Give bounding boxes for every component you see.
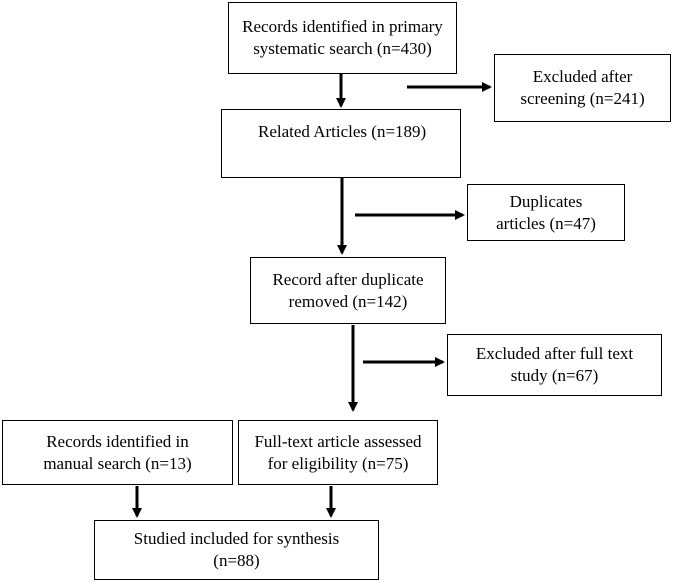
box-fulltext-assessed: Full-text article assessed for eligibili… <box>238 420 438 485</box>
box-excluded-screening: Excluded after screening (n=241) <box>494 54 671 122</box>
box-related-articles: Related Articles (n=189) <box>221 109 461 178</box>
duplicates-line1: Duplicates <box>509 191 583 211</box>
synthesis-line2: (n=88) <box>213 551 260 570</box>
manual-search-line2: manual search (n=13) <box>43 453 192 473</box>
fulltext-assessed-line1: Full-text article assessed <box>254 431 422 451</box>
excluded-screening-line2: screening (n=241) <box>520 89 645 108</box>
excluded-fulltext-line2: study (n=67) <box>510 366 599 385</box>
primary-search-line2: systematic search (n=430) <box>253 39 432 58</box>
related-articles-line1: Related Articles (n=189) <box>258 122 427 141</box>
after-duplicate-line1: Record after duplicate <box>272 269 424 289</box>
fulltext-assessed-line2: for eligibility (n=75) <box>267 453 409 473</box>
after-duplicate-line2: removed (n=142) <box>288 291 408 311</box>
box-excluded-fulltext: Excluded after full text study (n=67) <box>447 334 662 396</box>
box-duplicates: Duplicates articles (n=47) <box>467 184 625 241</box>
excluded-screening-line1: Excluded after <box>532 67 633 86</box>
box-after-duplicate: Record after duplicate removed (n=142) <box>250 257 446 324</box>
box-synthesis: Studied included for synthesis (n=88) <box>94 520 379 580</box>
primary-search-line1: Records identified in primary <box>242 17 443 36</box>
box-manual-search: Records identified in manual search (n=1… <box>2 420 233 485</box>
manual-search-line1: Records identified in <box>46 431 189 451</box>
excluded-fulltext-line1: Excluded after full text <box>475 344 634 363</box>
synthesis-line1: Studied included for synthesis <box>133 529 340 548</box>
duplicates-line2: articles (n=47) <box>496 213 596 233</box>
box-primary-search: Records identified in primary systematic… <box>228 2 457 74</box>
